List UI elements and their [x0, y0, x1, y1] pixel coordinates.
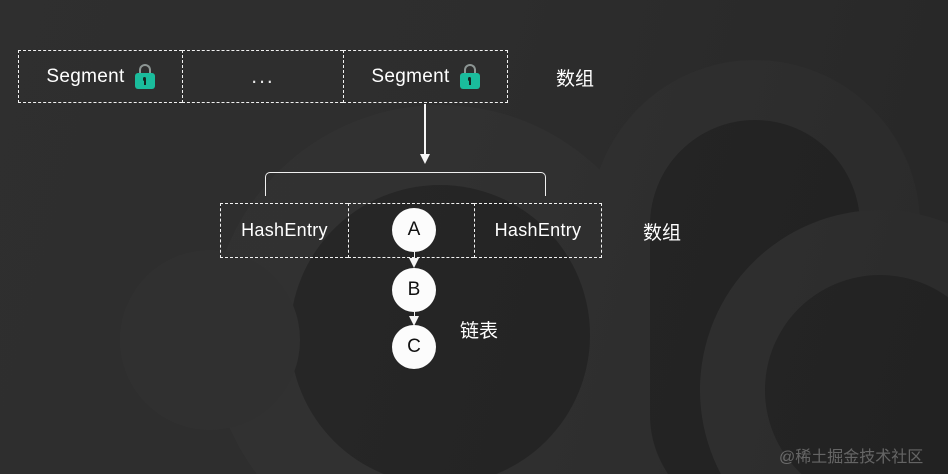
- list-node-a: A: [392, 208, 436, 252]
- down-arrow-icon: [413, 310, 416, 320]
- down-arrow-head-icon: [409, 316, 419, 326]
- lock-keyslot: [143, 80, 146, 85]
- segment-cell-2-content: Segment: [371, 64, 480, 89]
- lock-keyhole: [467, 77, 472, 81]
- hashentry-cell-2-label: HashEntry: [494, 220, 582, 240]
- down-arrow-icon: [413, 250, 416, 262]
- down-arrow-icon: [424, 104, 426, 156]
- segment-cell-2: Segment: [343, 50, 508, 103]
- watermark: @稀土掘金技术社区: [779, 449, 924, 466]
- hashentry-cell-2: HashEntry: [474, 203, 602, 258]
- list-node-c: C: [392, 325, 436, 369]
- segment-cell-1-label: ...: [251, 65, 275, 88]
- linked-list-label: 链表: [460, 321, 499, 342]
- lock-shackle: [463, 64, 476, 77]
- lock-icon: [459, 64, 480, 89]
- segment-cell-2-label: Segment: [371, 65, 450, 87]
- down-arrow-head-icon: [409, 258, 419, 268]
- hashentry-array-label: 数组: [643, 223, 682, 244]
- segment-cell-0-content: Segment: [46, 64, 155, 89]
- hashentry-cell-0-label: HashEntry: [241, 220, 328, 240]
- lock-shackle: [138, 64, 151, 77]
- segment-cell-1: ...: [182, 50, 343, 103]
- lock-keyhole: [142, 77, 147, 81]
- segment-array-label: 数组: [556, 69, 595, 90]
- hashentry-cell-0: HashEntry: [220, 203, 348, 258]
- down-arrow-head-icon: [419, 154, 430, 164]
- list-node-b-label: B: [407, 279, 421, 300]
- bracket-icon: [265, 172, 546, 196]
- hashentry-cell-1: [348, 203, 474, 258]
- list-node-b: B: [392, 268, 436, 312]
- segment-cell-0-label: Segment: [46, 65, 125, 87]
- list-node-a-label: A: [407, 219, 421, 240]
- lock-keyslot: [468, 80, 471, 85]
- lock-icon: [134, 64, 155, 89]
- segment-cell-0: Segment: [18, 50, 182, 103]
- list-node-c-label: C: [407, 336, 421, 357]
